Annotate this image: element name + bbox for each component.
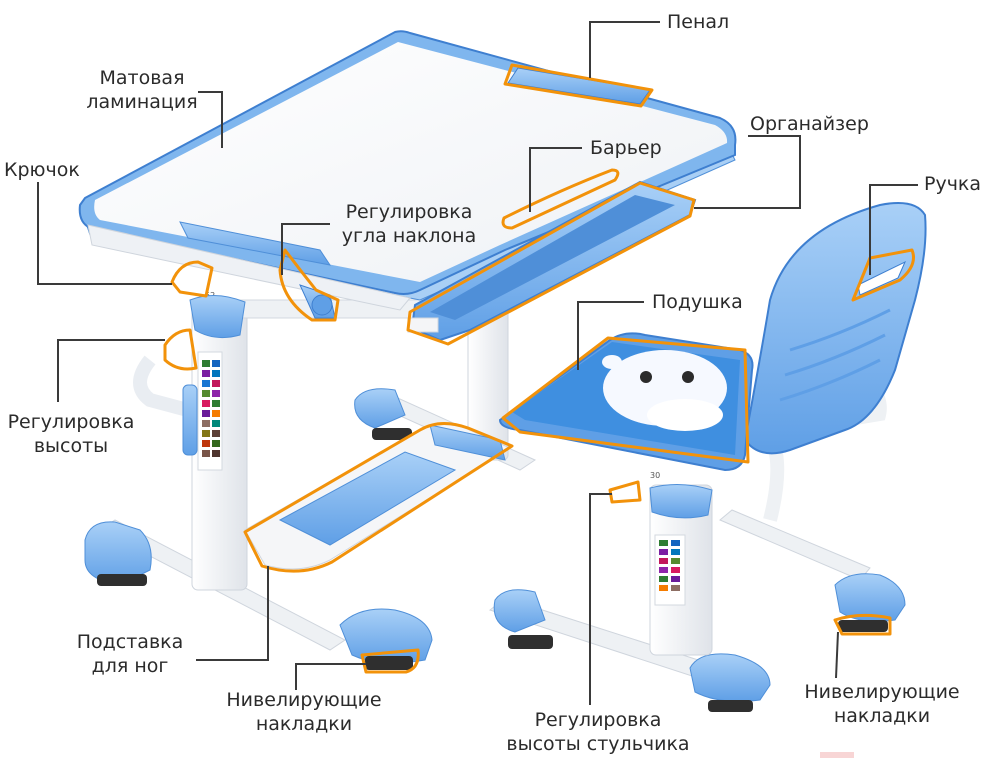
- leader-footrest: [196, 566, 269, 661]
- highlight-chair-height: [608, 480, 642, 504]
- leader-hook: [37, 182, 172, 285]
- leader-tilt: [281, 223, 330, 275]
- chair-seat: [498, 332, 754, 472]
- label-matte-line1: Матовая: [99, 67, 185, 89]
- leader-chair-height: [589, 493, 612, 705]
- highlight-barrier: [501, 168, 620, 230]
- label-matte-lamination: Матовая ламинация: [86, 66, 198, 114]
- label-cushion: Подушка: [652, 291, 743, 313]
- desk-top: [78, 30, 737, 311]
- highlight-handle: [851, 248, 915, 302]
- organizer-drawer: [407, 180, 697, 342]
- highlight-footrest: [243, 422, 514, 573]
- leader-height: [57, 339, 165, 402]
- highlight-tilt: [278, 248, 340, 322]
- label-barrier: Барьер: [590, 137, 662, 159]
- label-pads-left-line1: Нивелирующие: [226, 689, 382, 711]
- label-footrest: Подставка для ног: [70, 630, 190, 678]
- label-matte-line2: ламинация: [86, 91, 198, 113]
- highlight-pencil-case: [503, 63, 654, 108]
- chair-feet: [488, 509, 906, 712]
- label-footrest-line1: Подставка: [76, 631, 184, 653]
- chair-back: [743, 202, 927, 455]
- highlight-hook: [170, 260, 214, 298]
- label-height-line2: высоты: [33, 435, 109, 457]
- label-pads-right-line2: накладки: [833, 705, 931, 727]
- leader-pads-left: [295, 663, 366, 690]
- label-tilt-line1: Регулировка: [345, 201, 473, 223]
- leader-pencil-case: [589, 21, 660, 78]
- label-chair-height-line2: высоты стульчика: [506, 733, 690, 755]
- label-organizer: Органайзер: [750, 113, 869, 135]
- leader-pads-right: [835, 631, 839, 679]
- leader-cushion: [577, 301, 644, 370]
- chair-scale-number: 30: [650, 471, 660, 480]
- highlight-height: [163, 328, 198, 371]
- label-tilt-adjust: Регулировка угла наклона: [332, 200, 486, 248]
- highlight-pads-left: [360, 648, 420, 674]
- footrest: [244, 424, 512, 570]
- label-pads-left-line2: накладки: [255, 713, 353, 735]
- label-chair-height-adjust: Регулировка высоты стульчика: [500, 708, 696, 756]
- label-handle: Ручка: [924, 173, 982, 195]
- highlight-organizer: [406, 181, 696, 346]
- leader-barrier: [529, 147, 582, 212]
- leader-matte: [198, 91, 223, 148]
- label-pads-right-line1: Нивелирующие: [804, 681, 960, 703]
- highlight-cushion: [501, 336, 750, 464]
- label-chair-height-line1: Регулировка: [534, 709, 662, 731]
- label-height-adjust: Регулировка высоты: [0, 410, 142, 458]
- label-pencil-case: Пенал: [667, 11, 730, 33]
- label-hook: Крючок: [4, 159, 80, 181]
- label-tilt-line2: угла наклона: [341, 225, 477, 247]
- label-height-line1: Регулировка: [7, 411, 135, 433]
- highlight-outlines: [163, 63, 915, 674]
- highlight-pads-right: [833, 613, 892, 636]
- leader-handle: [869, 184, 918, 275]
- label-leveling-pads-right: Нивелирующие накладки: [796, 680, 968, 728]
- label-footrest-line2: для ног: [91, 655, 169, 677]
- leader-lines: [37, 21, 918, 705]
- leader-organizer: [694, 135, 801, 209]
- label-leveling-pads-left: Нивелирующие накладки: [218, 688, 390, 736]
